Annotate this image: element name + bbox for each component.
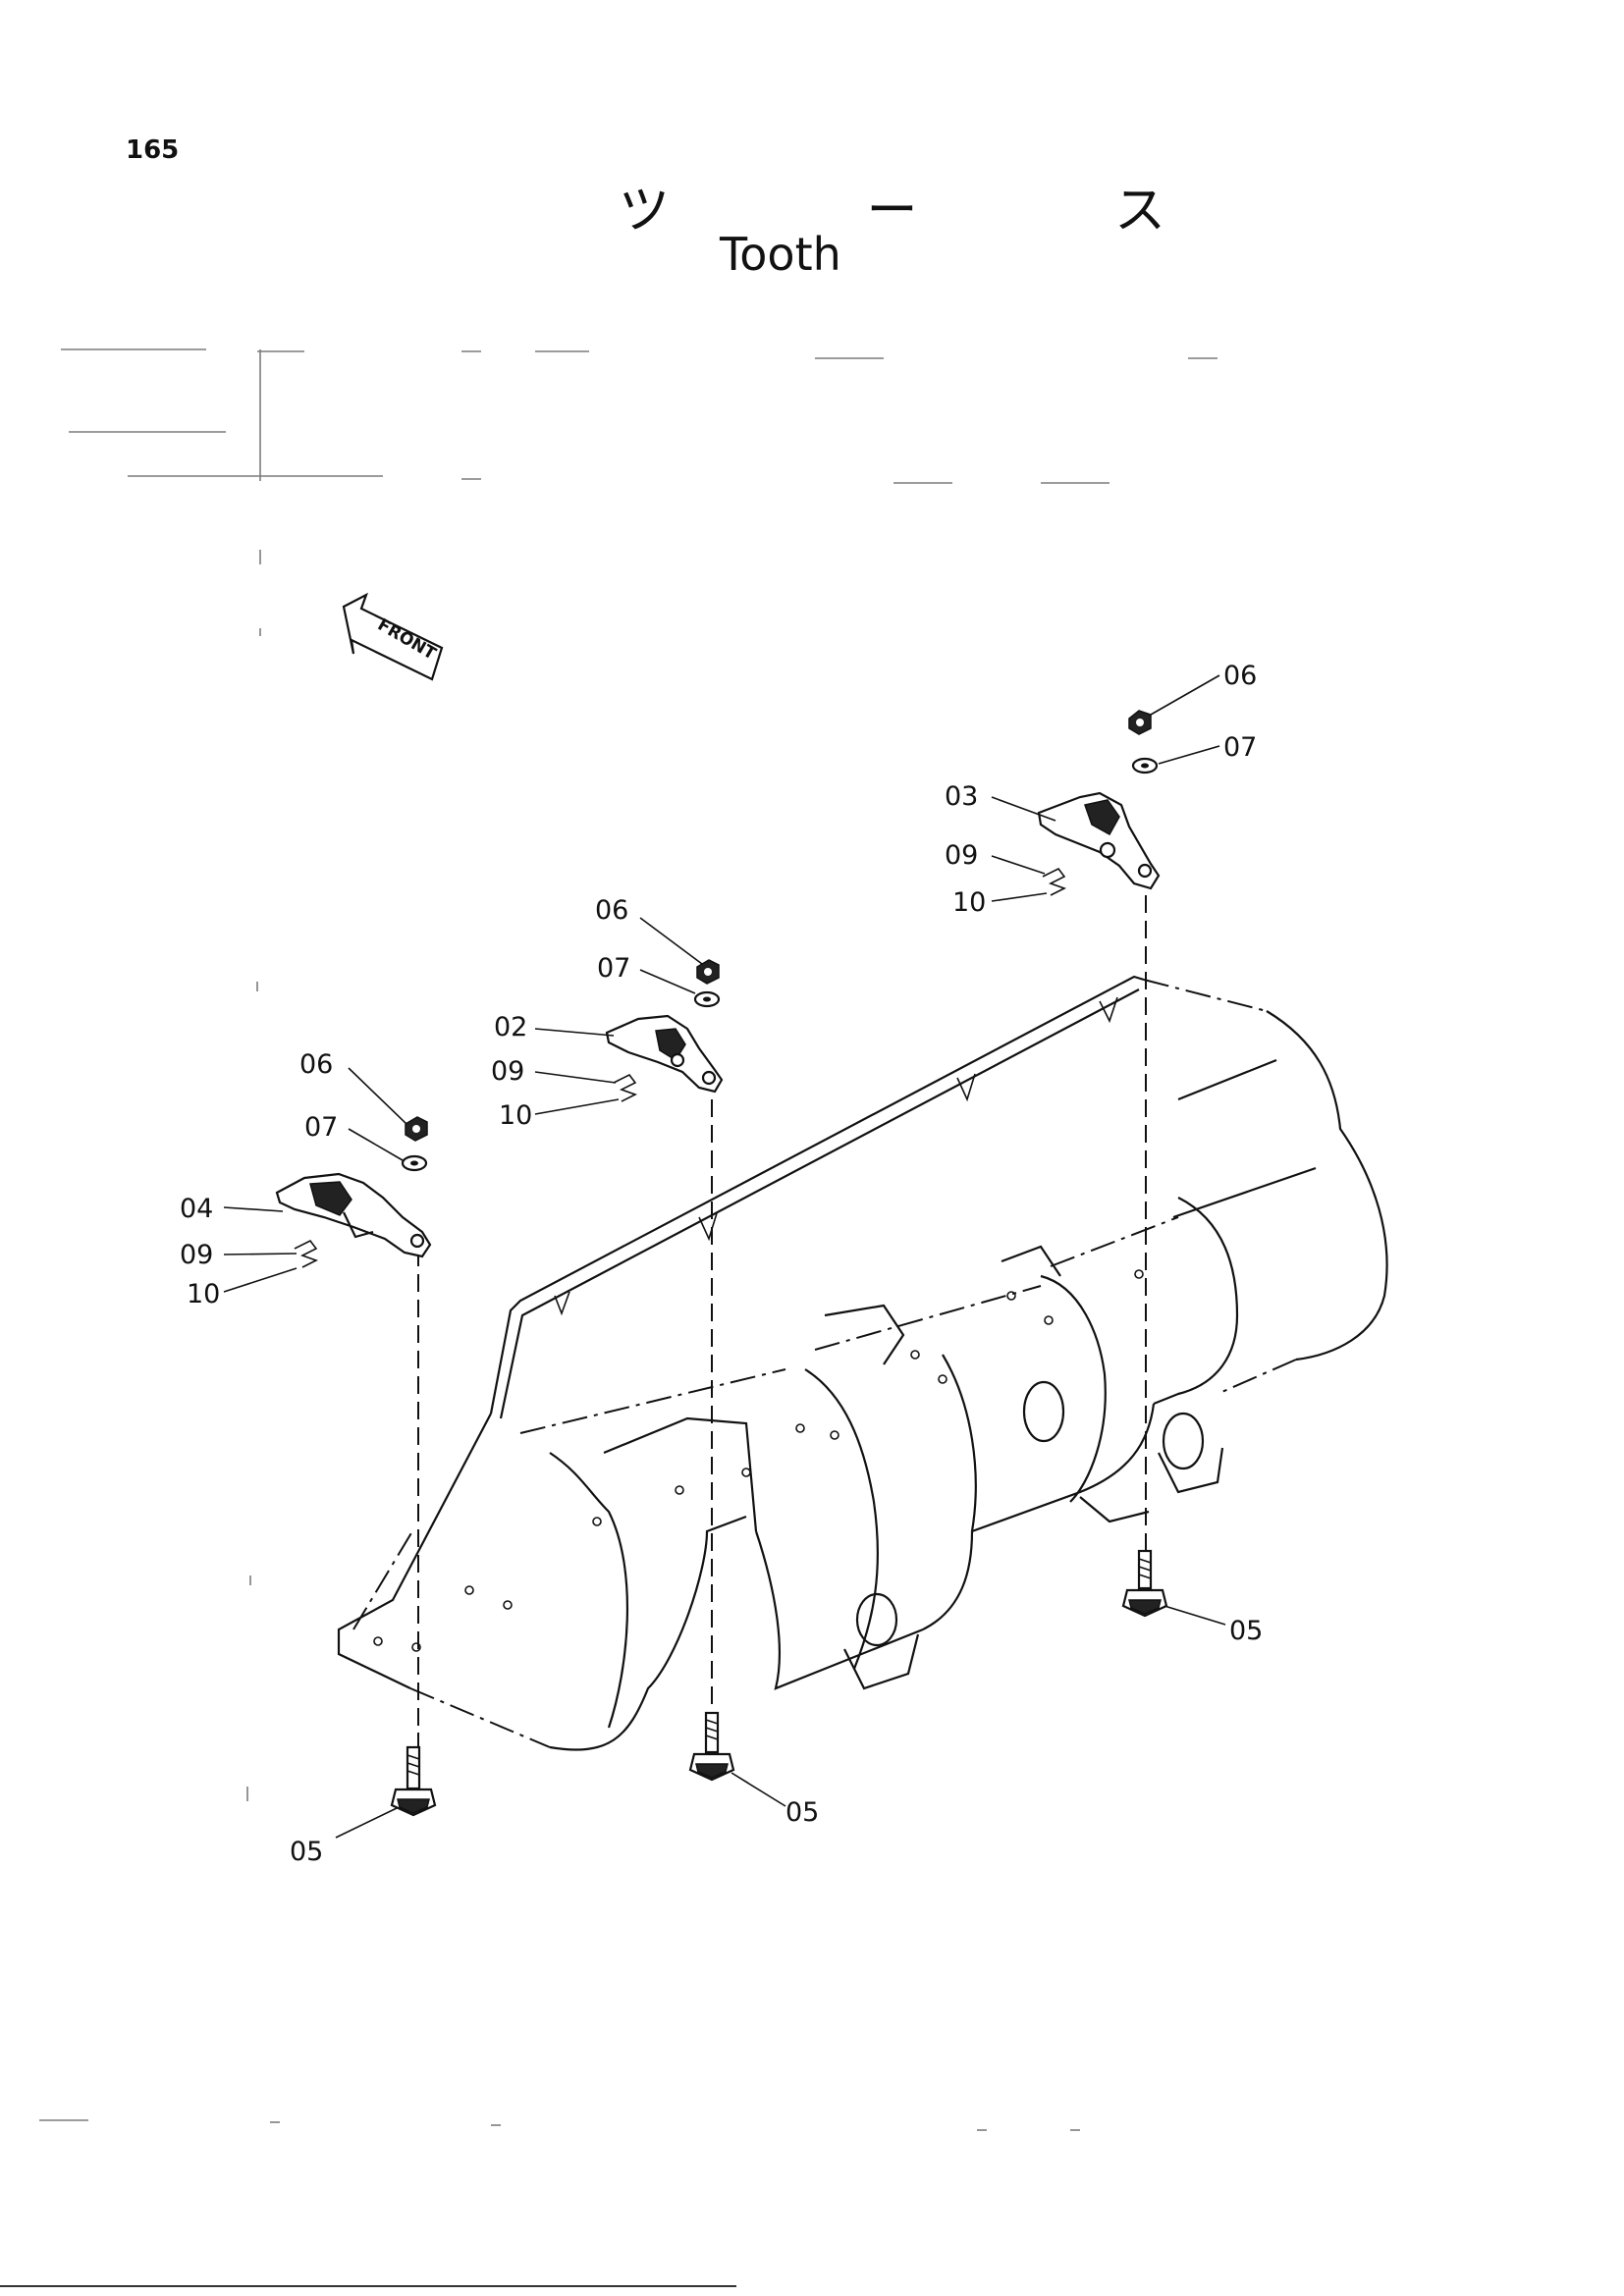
front-direction-arrow: FRONT bbox=[342, 592, 444, 681]
callout-07: 07 bbox=[304, 1112, 338, 1143]
callout-10: 10 bbox=[952, 887, 986, 918]
callout-labels: 06 07 03 09 10 06 07 02 09 10 06 07 04 0… bbox=[180, 661, 1263, 1867]
leader-lines bbox=[223, 674, 1226, 1839]
callout-05: 05 bbox=[290, 1837, 323, 1867]
bucket bbox=[337, 975, 1388, 1751]
page-title-english: Tooth bbox=[720, 228, 841, 281]
callout-05: 05 bbox=[1229, 1616, 1263, 1646]
callout-04: 04 bbox=[180, 1194, 213, 1224]
callout-07: 07 bbox=[597, 953, 630, 984]
tooth-assembly-02 bbox=[605, 959, 724, 1102]
callout-10: 10 bbox=[187, 1279, 220, 1309]
callout-09: 09 bbox=[945, 840, 978, 871]
callout-09: 09 bbox=[491, 1056, 524, 1087]
bolt-05-left bbox=[390, 1745, 437, 1817]
callout-05: 05 bbox=[785, 1797, 819, 1828]
callout-06: 06 bbox=[299, 1049, 333, 1080]
callout-06: 06 bbox=[595, 895, 628, 926]
callout-03: 03 bbox=[945, 781, 978, 812]
tooth-assembly-03 bbox=[1037, 710, 1161, 896]
assembly-guide-lines bbox=[417, 895, 1147, 1747]
bolt-05-right bbox=[1121, 1549, 1168, 1618]
bolt-05-middle bbox=[688, 1711, 735, 1782]
callout-07: 07 bbox=[1223, 732, 1257, 763]
callout-10: 10 bbox=[499, 1100, 532, 1131]
callout-09: 09 bbox=[180, 1240, 213, 1270]
callout-02: 02 bbox=[494, 1012, 527, 1042]
bottom-rule bbox=[0, 2285, 736, 2287]
scan-artifacts bbox=[39, 348, 1218, 2131]
page-number: 165 bbox=[126, 135, 180, 165]
callout-06: 06 bbox=[1223, 661, 1257, 691]
tooth-assembly-04 bbox=[275, 1116, 432, 1268]
